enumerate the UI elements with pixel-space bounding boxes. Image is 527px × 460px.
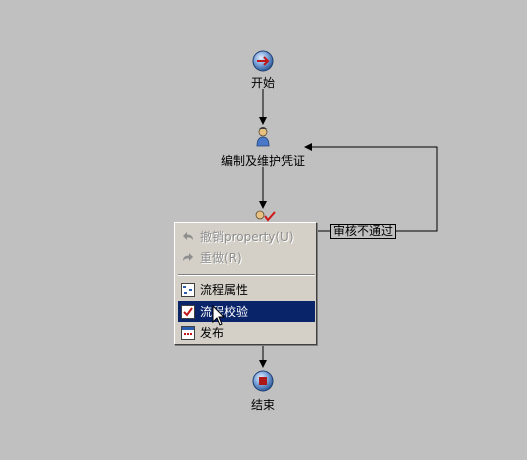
start-node-icon[interactable] [252, 50, 274, 72]
context-menu: 撤销property(U) 重做(R) 流程属性 流程校验 发 [174, 222, 317, 345]
end-node-icon[interactable] [252, 370, 274, 392]
edge-review-reject-loop[interactable] [304, 143, 438, 232]
menu-item-redo-label: 重做(R) [200, 251, 242, 265]
properties-icon [181, 282, 195, 297]
menu-item-undo[interactable]: 撤销property(U) [178, 226, 315, 247]
undo-icon [183, 231, 193, 240]
menu-item-process-properties[interactable]: 流程属性 [178, 279, 315, 300]
start-node-label: 开始 [250, 76, 276, 90]
mouse-cursor-icon [212, 305, 226, 326]
reject-edge-label[interactable]: 审核不通过 [330, 224, 397, 239]
review-task-icon[interactable] [255, 210, 276, 222]
menu-item-process-validate[interactable]: 流程校验 [178, 301, 315, 322]
menu-item-redo[interactable]: 重做(R) [178, 247, 315, 268]
menu-separator [178, 274, 315, 276]
menu-item-publish[interactable]: 发布 [178, 322, 315, 343]
publish-icon [181, 325, 195, 340]
menu-item-publish-label: 发布 [200, 326, 225, 340]
redo-icon [183, 252, 193, 261]
person-task-icon[interactable] [256, 127, 270, 147]
end-node-label: 结束 [250, 398, 276, 412]
menu-item-process-validate-label: 流程校验 [200, 305, 249, 319]
edit-voucher-node-label: 编制及维护凭证 [220, 154, 306, 168]
menu-item-process-properties-label: 流程属性 [200, 283, 249, 297]
validate-check-icon [181, 304, 195, 319]
menu-item-undo-label: 撤销property(U) [200, 230, 294, 244]
